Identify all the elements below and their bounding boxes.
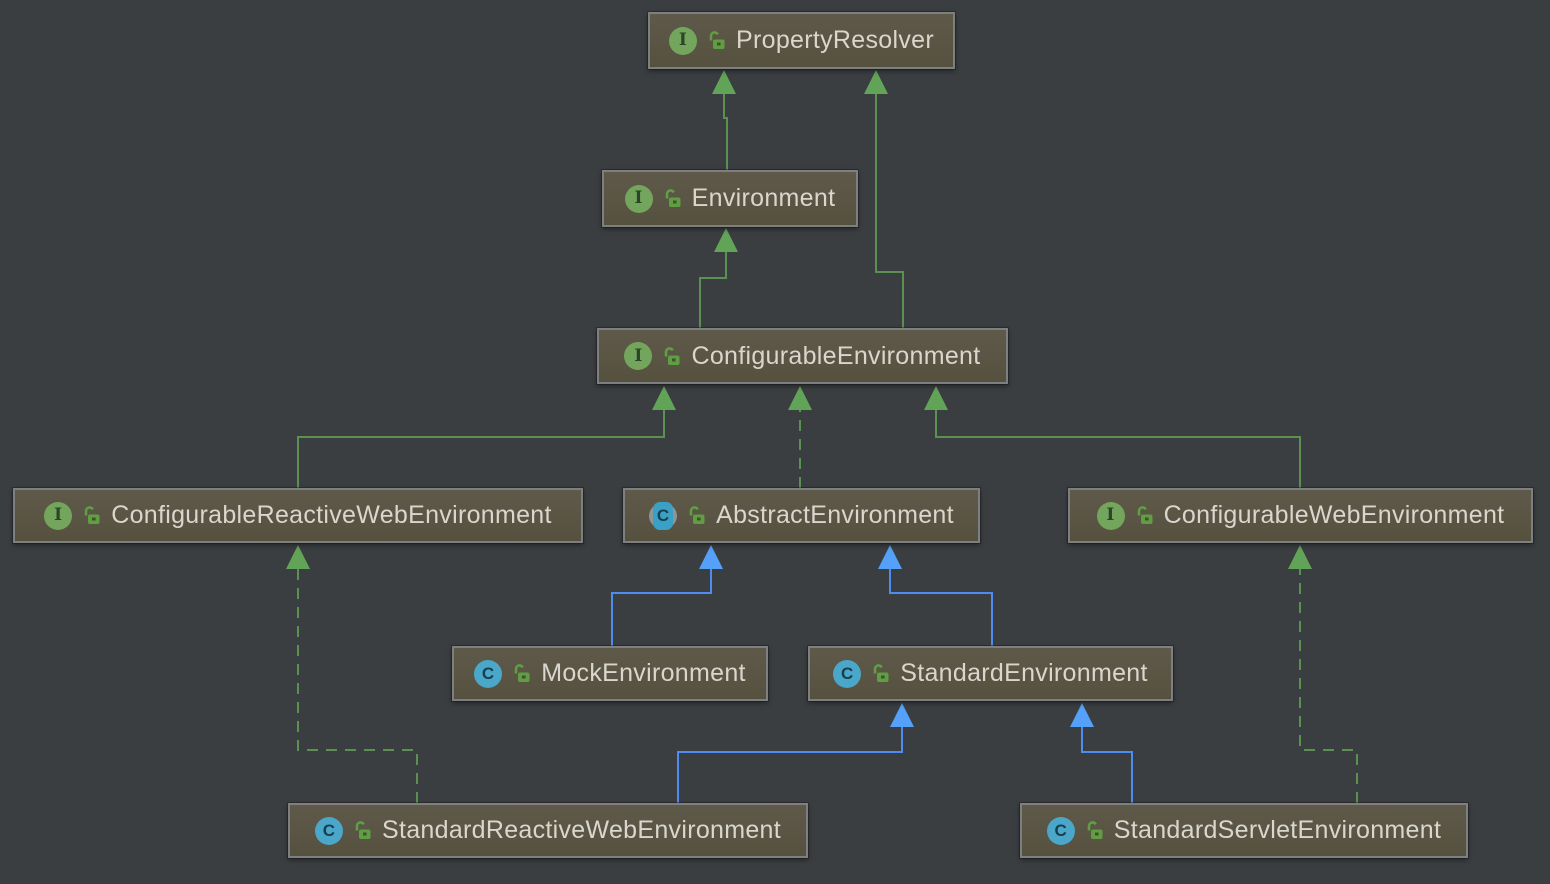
interface-icon: I — [624, 342, 653, 370]
node-label: AbstractEnvironment — [716, 501, 954, 529]
inheritance-arrowhead — [286, 545, 310, 569]
edge-standard-servlet-environment--configurable-web-environment-implements — [1288, 545, 1358, 803]
edge-environment--property-resolver-extends — [712, 70, 736, 170]
public-lock-icon — [709, 31, 725, 49]
public-lock-icon — [1137, 506, 1153, 524]
node-label: ConfigurableEnvironment — [691, 341, 981, 370]
public-lock-icon — [84, 506, 100, 524]
inheritance-arrowhead — [924, 386, 948, 410]
node-configurable-environment[interactable]: I ConfigurableEnvironment — [597, 328, 1008, 384]
inheritance-arrowhead — [714, 228, 738, 252]
public-lock-icon — [514, 664, 530, 682]
interface-icon: I — [669, 26, 698, 55]
edge-standard-environment--abstract-environment-extends — [878, 545, 993, 646]
public-lock-icon — [689, 506, 705, 524]
inheritance-arrowhead — [878, 545, 902, 569]
inheritance-arrowhead — [712, 70, 736, 94]
node-configurable-reactive-web-environment[interactable]: I ConfigurableReactiveWebEnvironment — [13, 488, 583, 543]
abstract-class-icon: C — [649, 501, 678, 530]
inheritance-arrowhead — [788, 386, 812, 410]
node-standard-servlet-environment[interactable]: C StandardServletEnvironment — [1020, 803, 1468, 858]
node-mock-environment[interactable]: C MockEnvironment — [452, 646, 768, 701]
node-label: Environment — [691, 184, 836, 212]
edge-abstract-environment--configurable-environment-implements — [788, 386, 812, 488]
node-label: StandardEnvironment — [900, 659, 1148, 687]
interface-icon: I — [44, 501, 73, 530]
node-abstract-environment[interactable]: C AbstractEnvironment — [623, 488, 980, 543]
edge-configurable-web-environment--configurable-environment-extends — [924, 386, 1301, 488]
public-lock-icon — [1087, 821, 1103, 839]
public-lock-icon — [665, 189, 681, 207]
interface-icon: I — [624, 184, 653, 213]
interface-icon: I — [1096, 501, 1125, 530]
inheritance-arrowhead — [1070, 703, 1094, 727]
edge-configurable-environment--property-resolver-extends — [864, 70, 904, 328]
node-label: MockEnvironment — [541, 659, 746, 687]
class-icon: C — [1046, 816, 1075, 845]
node-label: PropertyResolver — [736, 26, 934, 54]
public-lock-icon — [665, 346, 680, 365]
edge-standard-reactive-web-environment--standard-environment-extends — [677, 703, 914, 803]
node-label: ConfigurableWebEnvironment — [1163, 501, 1505, 529]
node-label: StandardServletEnvironment — [1113, 816, 1442, 844]
edge-configurable-reactive-web-environment--configurable-environment-extends — [297, 386, 676, 488]
public-lock-icon — [355, 821, 371, 839]
node-label: StandardReactiveWebEnvironment — [381, 816, 782, 844]
class-icon: C — [474, 659, 503, 688]
edge-mock-environment--abstract-environment-extends — [611, 545, 723, 646]
node-configurable-web-environment[interactable]: I ConfigurableWebEnvironment — [1068, 488, 1533, 543]
public-lock-icon — [873, 664, 889, 682]
inheritance-arrowhead — [1288, 545, 1312, 569]
edge-standard-servlet-environment--standard-environment-extends — [1070, 703, 1133, 803]
inheritance-arrowhead — [699, 545, 723, 569]
inheritance-arrowhead — [890, 703, 914, 727]
node-environment[interactable]: I Environment — [602, 170, 858, 227]
inheritance-arrowhead — [652, 386, 676, 410]
node-standard-reactive-web-environment[interactable]: C StandardReactiveWebEnvironment — [288, 803, 808, 858]
class-icon: C — [314, 816, 343, 845]
node-property-resolver[interactable]: I PropertyResolver — [648, 12, 955, 69]
inheritance-arrowhead — [864, 70, 888, 94]
edge-configurable-environment--environment-extends — [699, 228, 738, 328]
node-standard-environment[interactable]: C StandardEnvironment — [808, 646, 1173, 701]
class-icon: C — [833, 659, 862, 688]
edge-standard-reactive-web-environment--configurable-reactive-web-environment-implements — [286, 545, 418, 803]
node-label: ConfigurableReactiveWebEnvironment — [111, 501, 552, 529]
